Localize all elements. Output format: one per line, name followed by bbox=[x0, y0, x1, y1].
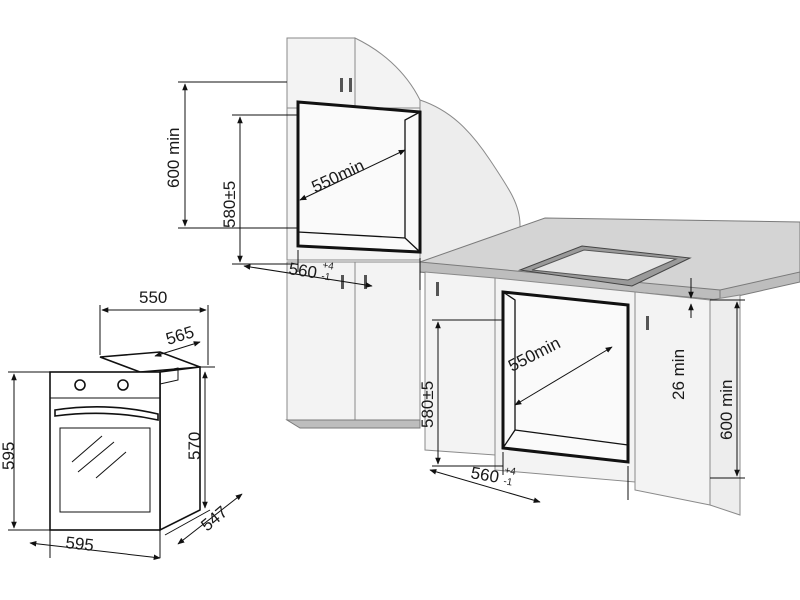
tall-lower-knob-right bbox=[364, 275, 367, 289]
hob-cutout-inner bbox=[531, 249, 678, 281]
label-upper-width-tol-minus: -1 bbox=[321, 271, 332, 283]
oven-glass-reflection-1 bbox=[71, 435, 103, 463]
oven-knob-left bbox=[74, 379, 86, 391]
oven-handle bbox=[54, 406, 159, 421]
lower-niche-floor-edge bbox=[514, 429, 629, 446]
base-cabinet-side bbox=[709, 294, 741, 516]
oven-glass-reflection-2 bbox=[77, 441, 115, 473]
wall-unit-knob-right bbox=[349, 78, 352, 92]
oven-fascia-edge bbox=[159, 367, 179, 385]
label-upper-height-min: 600 min bbox=[164, 128, 183, 188]
worktop-side-edge bbox=[719, 271, 800, 301]
wall-unit-door-right bbox=[354, 37, 421, 109]
label-lower-width: 560 bbox=[469, 463, 500, 487]
oven-window bbox=[59, 427, 151, 513]
label-lower-gap: 26 min bbox=[669, 349, 688, 400]
label-upper-width-tol-plus: +4 bbox=[322, 260, 335, 273]
label-upper-niche-height: 580±5 bbox=[220, 181, 239, 228]
wall-unit-knob-left bbox=[340, 78, 343, 92]
label-oven-height-front: 595 bbox=[0, 442, 18, 470]
dimension-lines bbox=[8, 81, 745, 561]
label-lower-height-min: 600 min bbox=[717, 380, 736, 440]
tall-lower-door-left bbox=[286, 261, 356, 421]
tall-cabinet-side bbox=[419, 99, 521, 263]
label-lower-width-tol-minus: -1 bbox=[502, 476, 513, 488]
label-oven-width: 595 bbox=[65, 533, 95, 555]
base-knob-right bbox=[646, 316, 649, 330]
label-oven-height-body: 570 bbox=[185, 432, 204, 460]
label-lower-width-tol-plus: +4 bbox=[503, 465, 517, 478]
upper-niche-floor-edge bbox=[297, 231, 406, 239]
wall-unit-door-left bbox=[286, 37, 356, 109]
oven-knob-right bbox=[117, 379, 129, 391]
base-knob-left bbox=[436, 282, 439, 296]
tall-lower-door-right bbox=[354, 261, 421, 421]
label-oven-top-depth: 550 bbox=[139, 288, 167, 307]
label-upper-width: 560 bbox=[287, 259, 318, 282]
oven bbox=[49, 351, 201, 532]
label-oven-side-depth: 547 bbox=[197, 502, 231, 535]
tall-plinth bbox=[285, 419, 421, 429]
oven-front bbox=[49, 371, 161, 531]
oven-glass-reflection-3 bbox=[95, 451, 127, 479]
label-lower-niche-height: 580±5 bbox=[418, 381, 437, 428]
